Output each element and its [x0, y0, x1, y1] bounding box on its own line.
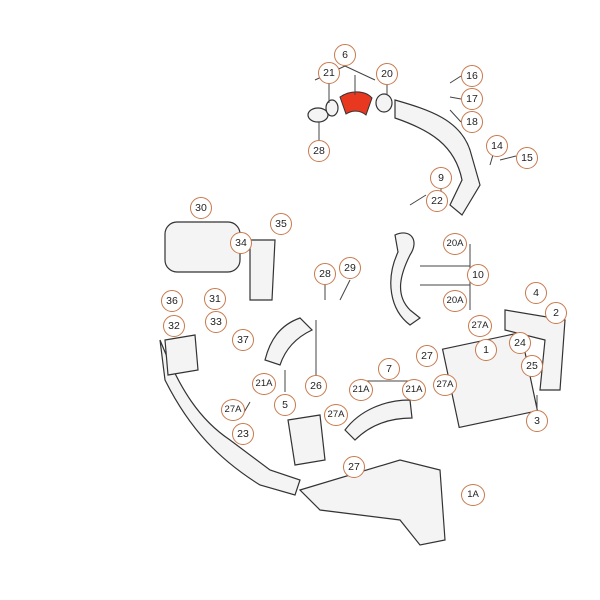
hose-10	[390, 232, 422, 326]
callout-20A: 20A	[443, 233, 467, 255]
callout-28: 28	[308, 140, 330, 162]
callout-20A-b: 20A	[443, 290, 467, 312]
callout-26: 26	[305, 375, 327, 397]
callout-15: 15	[516, 147, 538, 169]
callout-14: 14	[486, 135, 508, 157]
callout-21A: 21A	[252, 373, 276, 395]
callout-20: 20	[376, 63, 398, 85]
callout-9: 9	[430, 167, 452, 189]
flange-plate	[287, 414, 326, 466]
callout-27b: 27	[343, 456, 365, 478]
air-duct-1A	[298, 459, 446, 546]
bracket-2	[504, 309, 566, 391]
clamp-20	[375, 93, 393, 113]
lower-pipe-23	[159, 339, 301, 496]
callout-37: 37	[232, 329, 254, 351]
callout-22: 22	[426, 190, 448, 212]
callout-21A-b: 21A	[349, 379, 373, 401]
callout-35: 35	[270, 213, 292, 235]
callout-27A-b: 27A	[433, 374, 457, 396]
callout-30: 30	[190, 197, 212, 219]
callout-5: 5	[274, 394, 296, 416]
bracket-35	[249, 239, 276, 301]
callout-32: 32	[163, 315, 185, 337]
callout-27A-d: 27A	[221, 399, 245, 421]
callout-16: 16	[461, 65, 483, 87]
callout-24: 24	[509, 332, 531, 354]
highlighted-hose-6	[339, 91, 373, 116]
ring-21	[325, 99, 339, 117]
reservoir-30	[164, 221, 241, 273]
callout-33: 33	[205, 311, 227, 333]
callout-23: 23	[232, 423, 254, 445]
callout-36: 36	[161, 290, 183, 312]
hose-7	[344, 399, 413, 441]
callout-17: 17	[461, 88, 483, 110]
callout-2: 2	[545, 302, 567, 324]
callout-6: 6	[334, 44, 356, 66]
callout-1: 1	[475, 339, 497, 361]
clamp-28	[307, 107, 329, 123]
callout-27A: 27A	[468, 315, 492, 337]
callout-1A: 1A	[461, 484, 485, 506]
callout-4: 4	[525, 282, 547, 304]
callout-27A-c: 27A	[324, 404, 348, 426]
upper-charge-pipe	[394, 99, 481, 216]
hose-5	[264, 317, 314, 366]
callout-25: 25	[521, 355, 543, 377]
callout-21A-c: 21A	[402, 379, 426, 401]
callout-18: 18	[461, 111, 483, 133]
callout-21: 21	[318, 62, 340, 84]
callout-28b: 28	[314, 263, 336, 285]
callout-27: 27	[416, 345, 438, 367]
callout-3: 3	[526, 410, 548, 432]
flange-plate-left	[164, 334, 199, 376]
callout-31: 31	[204, 288, 226, 310]
callout-29: 29	[339, 257, 361, 279]
callout-10: 10	[467, 264, 489, 286]
callout-7: 7	[378, 358, 400, 380]
callout-34: 34	[230, 232, 252, 254]
